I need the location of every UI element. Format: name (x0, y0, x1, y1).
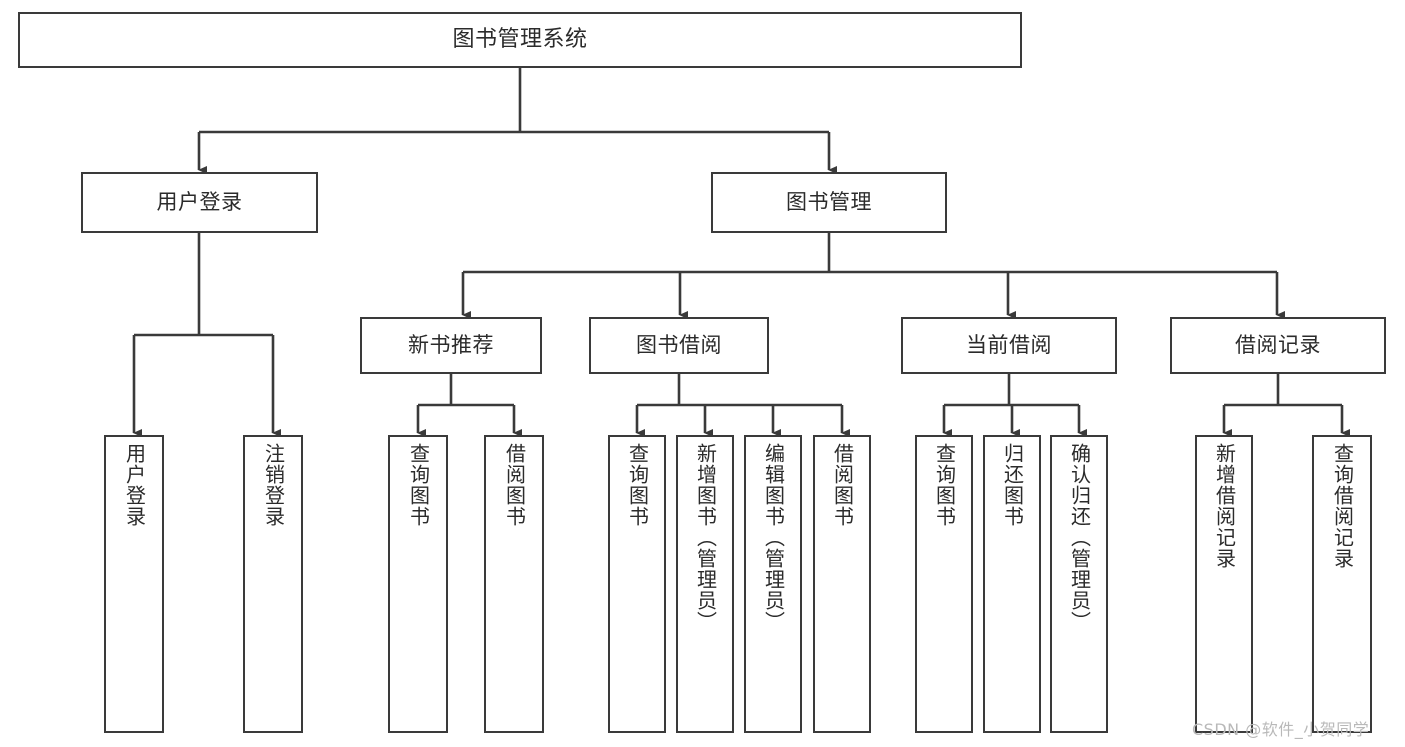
node-leaf-add-book-label: 新增图书（管理员） (693, 443, 718, 632)
node-leaf-borrow-book-rec[interactable]: 借阅图书 (484, 435, 544, 733)
node-leaf-query-record[interactable]: 查询借阅记录 (1312, 435, 1372, 733)
node-leaf-add-record-label: 新增借阅记录 (1212, 443, 1237, 569)
node-leaf-return-book[interactable]: 归还图书 (983, 435, 1041, 733)
node-new-book-recommend[interactable]: 新书推荐 (360, 317, 542, 374)
node-leaf-edit-book-label: 编辑图书（管理员） (761, 443, 786, 632)
node-leaf-confirm-return[interactable]: 确认归还（管理员） (1050, 435, 1108, 733)
node-leaf-query-book-borrow-label: 查询图书 (625, 443, 650, 527)
node-leaf-confirm-return-label: 确认归还（管理员） (1067, 443, 1092, 632)
node-leaf-borrow-book-label: 借阅图书 (830, 443, 855, 527)
node-user-login-label: 用户登录 (156, 189, 243, 214)
node-borrow-record-label: 借阅记录 (1235, 332, 1321, 357)
node-leaf-query-book-rec-label: 查询图书 (406, 443, 431, 527)
node-root[interactable]: 图书管理系统 (18, 12, 1022, 68)
watermark: CSDN @软件_小贺同学 (1192, 720, 1370, 739)
node-leaf-query-book-borrow[interactable]: 查询图书 (608, 435, 666, 733)
node-leaf-query-book-current[interactable]: 查询图书 (915, 435, 973, 733)
node-leaf-edit-book[interactable]: 编辑图书（管理员） (744, 435, 802, 733)
node-book-manage-label: 图书管理 (786, 189, 872, 214)
node-book-borrow[interactable]: 图书借阅 (589, 317, 769, 374)
node-leaf-user-logout[interactable]: 注销登录 (243, 435, 303, 733)
node-leaf-borrow-book[interactable]: 借阅图书 (813, 435, 871, 733)
node-leaf-query-book-current-label: 查询图书 (932, 443, 957, 527)
node-root-label: 图书管理系统 (452, 26, 588, 52)
node-leaf-add-record[interactable]: 新增借阅记录 (1195, 435, 1253, 733)
node-leaf-query-record-label: 查询借阅记录 (1330, 443, 1355, 569)
node-new-book-recommend-label: 新书推荐 (408, 332, 494, 357)
node-borrow-record[interactable]: 借阅记录 (1170, 317, 1386, 374)
node-leaf-user-login[interactable]: 用户登录 (104, 435, 164, 733)
node-leaf-query-book-rec[interactable]: 查询图书 (388, 435, 448, 733)
node-leaf-borrow-book-rec-label: 借阅图书 (502, 443, 527, 527)
node-leaf-user-login-label: 用户登录 (122, 443, 147, 527)
node-current-borrow[interactable]: 当前借阅 (901, 317, 1117, 374)
node-leaf-user-logout-label: 注销登录 (261, 443, 286, 527)
node-leaf-add-book[interactable]: 新增图书（管理员） (676, 435, 734, 733)
node-current-borrow-label: 当前借阅 (966, 332, 1052, 357)
node-user-login[interactable]: 用户登录 (81, 172, 318, 233)
node-book-manage[interactable]: 图书管理 (711, 172, 947, 233)
node-book-borrow-label: 图书借阅 (636, 332, 722, 357)
node-leaf-return-book-label: 归还图书 (1000, 443, 1025, 527)
